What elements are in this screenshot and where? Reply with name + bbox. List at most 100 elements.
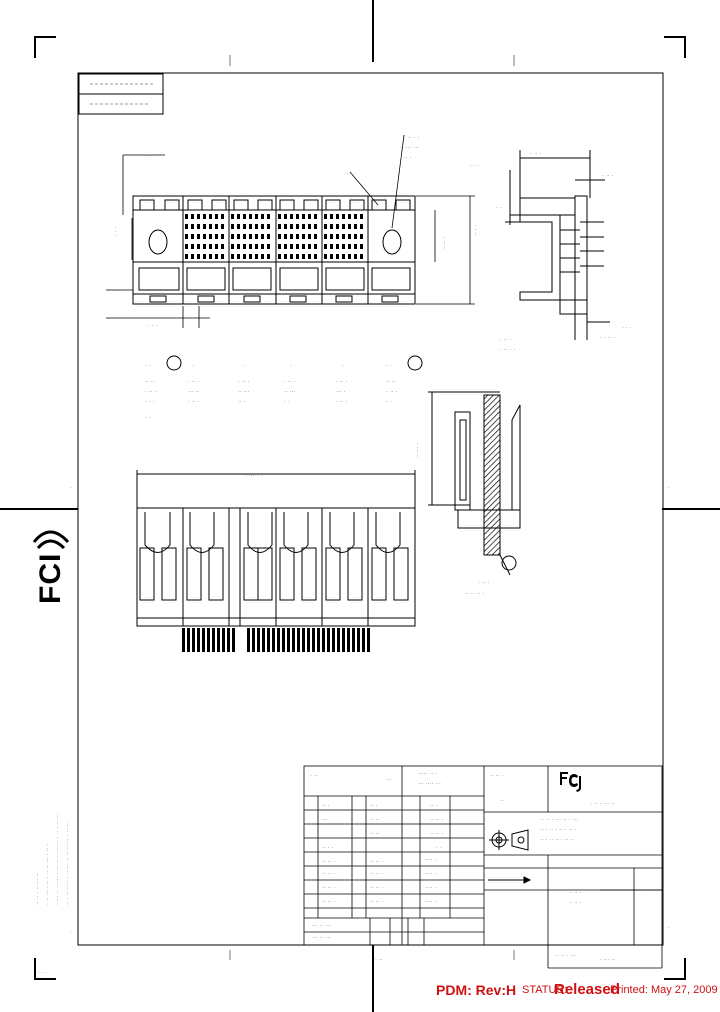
contact-dot <box>342 254 345 259</box>
pin <box>287 628 290 652</box>
contact-dot <box>296 254 299 259</box>
contact-dot <box>314 224 317 229</box>
detail-callout <box>501 555 517 571</box>
contact-dot <box>197 244 200 249</box>
pin <box>342 628 345 652</box>
pin <box>307 628 310 652</box>
pin <box>197 628 200 652</box>
contact-dot <box>284 214 287 219</box>
svg-text:···· ·: ···· · <box>425 899 437 906</box>
contact-dot <box>330 234 333 239</box>
contact-dot <box>185 234 188 239</box>
contact-dot <box>255 224 258 229</box>
contact-dot <box>336 244 339 249</box>
svg-text:·: · <box>192 363 194 370</box>
contact-dot <box>255 244 258 249</box>
contact-dot <box>191 244 194 249</box>
svg-text:·· ··· ·: ·· ··· · <box>415 443 422 458</box>
contact-dot <box>261 234 264 239</box>
contact-dot <box>284 224 287 229</box>
svg-text:·· ·· ·: ·· ·· · <box>370 899 383 906</box>
contact-dot <box>342 244 345 249</box>
contact-dot <box>336 234 339 239</box>
contact-dot <box>243 234 246 239</box>
pin <box>252 628 255 652</box>
svg-text:· ··· ·· ·· ··· · ··· ·· · ···: · ··· ·· ·· ··· · ··· ·· · ···· ·· · ·· … <box>55 813 62 905</box>
contact-dot <box>308 224 311 229</box>
contact-dot <box>231 224 234 229</box>
bottom-center-divider <box>372 945 374 1012</box>
svg-text:·· ···: ·· ··· <box>238 389 250 396</box>
contact-dot <box>330 214 333 219</box>
contact-dot <box>284 234 287 239</box>
corner-mark-bottom-left <box>34 958 56 980</box>
pin <box>367 628 370 652</box>
svg-text:·· ·· ·: ·· ·· · <box>442 237 449 250</box>
pin <box>247 628 250 652</box>
svg-text:···: ··· <box>386 777 392 784</box>
svg-text:·· · ·· ··· · · ·· ··· ·· ·· ·: ·· · ·· ··· · · ·· ··· ·· ·· ·· ··· · ··… <box>65 823 72 905</box>
contact-dot <box>296 244 299 249</box>
pin <box>352 628 355 652</box>
contact-dot <box>314 234 317 239</box>
pin <box>232 628 235 652</box>
pdm-revision: PDM: Rev:H <box>436 982 517 998</box>
svg-text:· ·· ·: · ·· · <box>570 890 582 897</box>
contact-dot <box>296 214 299 219</box>
svg-text:· · ·: · · · <box>622 325 632 332</box>
contact-dot <box>231 214 234 219</box>
svg-text:·: · <box>244 363 246 370</box>
contact-dot <box>231 244 234 249</box>
contact-dot <box>209 244 212 249</box>
contact-dot <box>278 244 281 249</box>
contact-dot <box>290 244 293 249</box>
contact-dot <box>243 244 246 249</box>
contact-dot <box>185 244 188 249</box>
contact-dot <box>336 214 339 219</box>
pin <box>187 628 190 652</box>
contact-dot <box>215 214 218 219</box>
svg-text:····· ·· ·: ····· ·· · <box>418 771 437 778</box>
pin <box>302 628 305 652</box>
contact-dot <box>308 234 311 239</box>
svg-text:·· ·· ·: ·· ·· · <box>322 885 335 892</box>
contact-dot <box>284 244 287 249</box>
contact-dot <box>342 224 345 229</box>
contact-dot <box>209 234 212 239</box>
contact-dot <box>237 214 240 219</box>
svg-text:·· ·: ·· · <box>370 803 378 810</box>
svg-text:·· ·· ·: ·· ·· · <box>370 885 383 892</box>
contact-dot <box>261 224 264 229</box>
contact-dot <box>237 254 240 259</box>
contact-dot <box>243 214 246 219</box>
contact-dot <box>203 214 206 219</box>
contact-dot <box>197 234 200 239</box>
contact-dot <box>296 224 299 229</box>
svg-text:···· ·: ···· · <box>425 857 437 864</box>
contact-dot <box>203 234 206 239</box>
contact-dot <box>330 244 333 249</box>
contact-dot <box>348 214 351 219</box>
pdm-status-bar: PDM: Rev:H STATUS: Released Printed: May… <box>430 980 720 1002</box>
svg-text:·: · <box>668 485 670 492</box>
pin <box>317 628 320 652</box>
svg-text:· ·· ·: · ·· · <box>400 155 412 162</box>
svg-text:· ·· · ·: · ·· · · <box>500 347 515 354</box>
contact-dot <box>348 244 351 249</box>
left-middle-divider <box>0 508 78 510</box>
contact-dot <box>191 224 194 229</box>
svg-text:· ·· ·: · ·· · <box>386 389 398 396</box>
contact-dot <box>261 254 264 259</box>
svg-text:FCI: FCI <box>34 553 67 604</box>
pin <box>212 628 215 652</box>
svg-text:· ·: · · <box>386 399 392 406</box>
contact-dot <box>215 224 218 229</box>
svg-text:··· ·: ··· · <box>336 389 346 396</box>
svg-text:· ·: · · <box>108 316 114 323</box>
svg-text:·· ··: ·· ·· <box>145 379 155 386</box>
contact-dot <box>296 234 299 239</box>
contact-dot <box>348 224 351 229</box>
contact-dot <box>267 214 270 219</box>
svg-text:· · ·: · · · <box>108 288 118 295</box>
contact-dot <box>243 224 246 229</box>
